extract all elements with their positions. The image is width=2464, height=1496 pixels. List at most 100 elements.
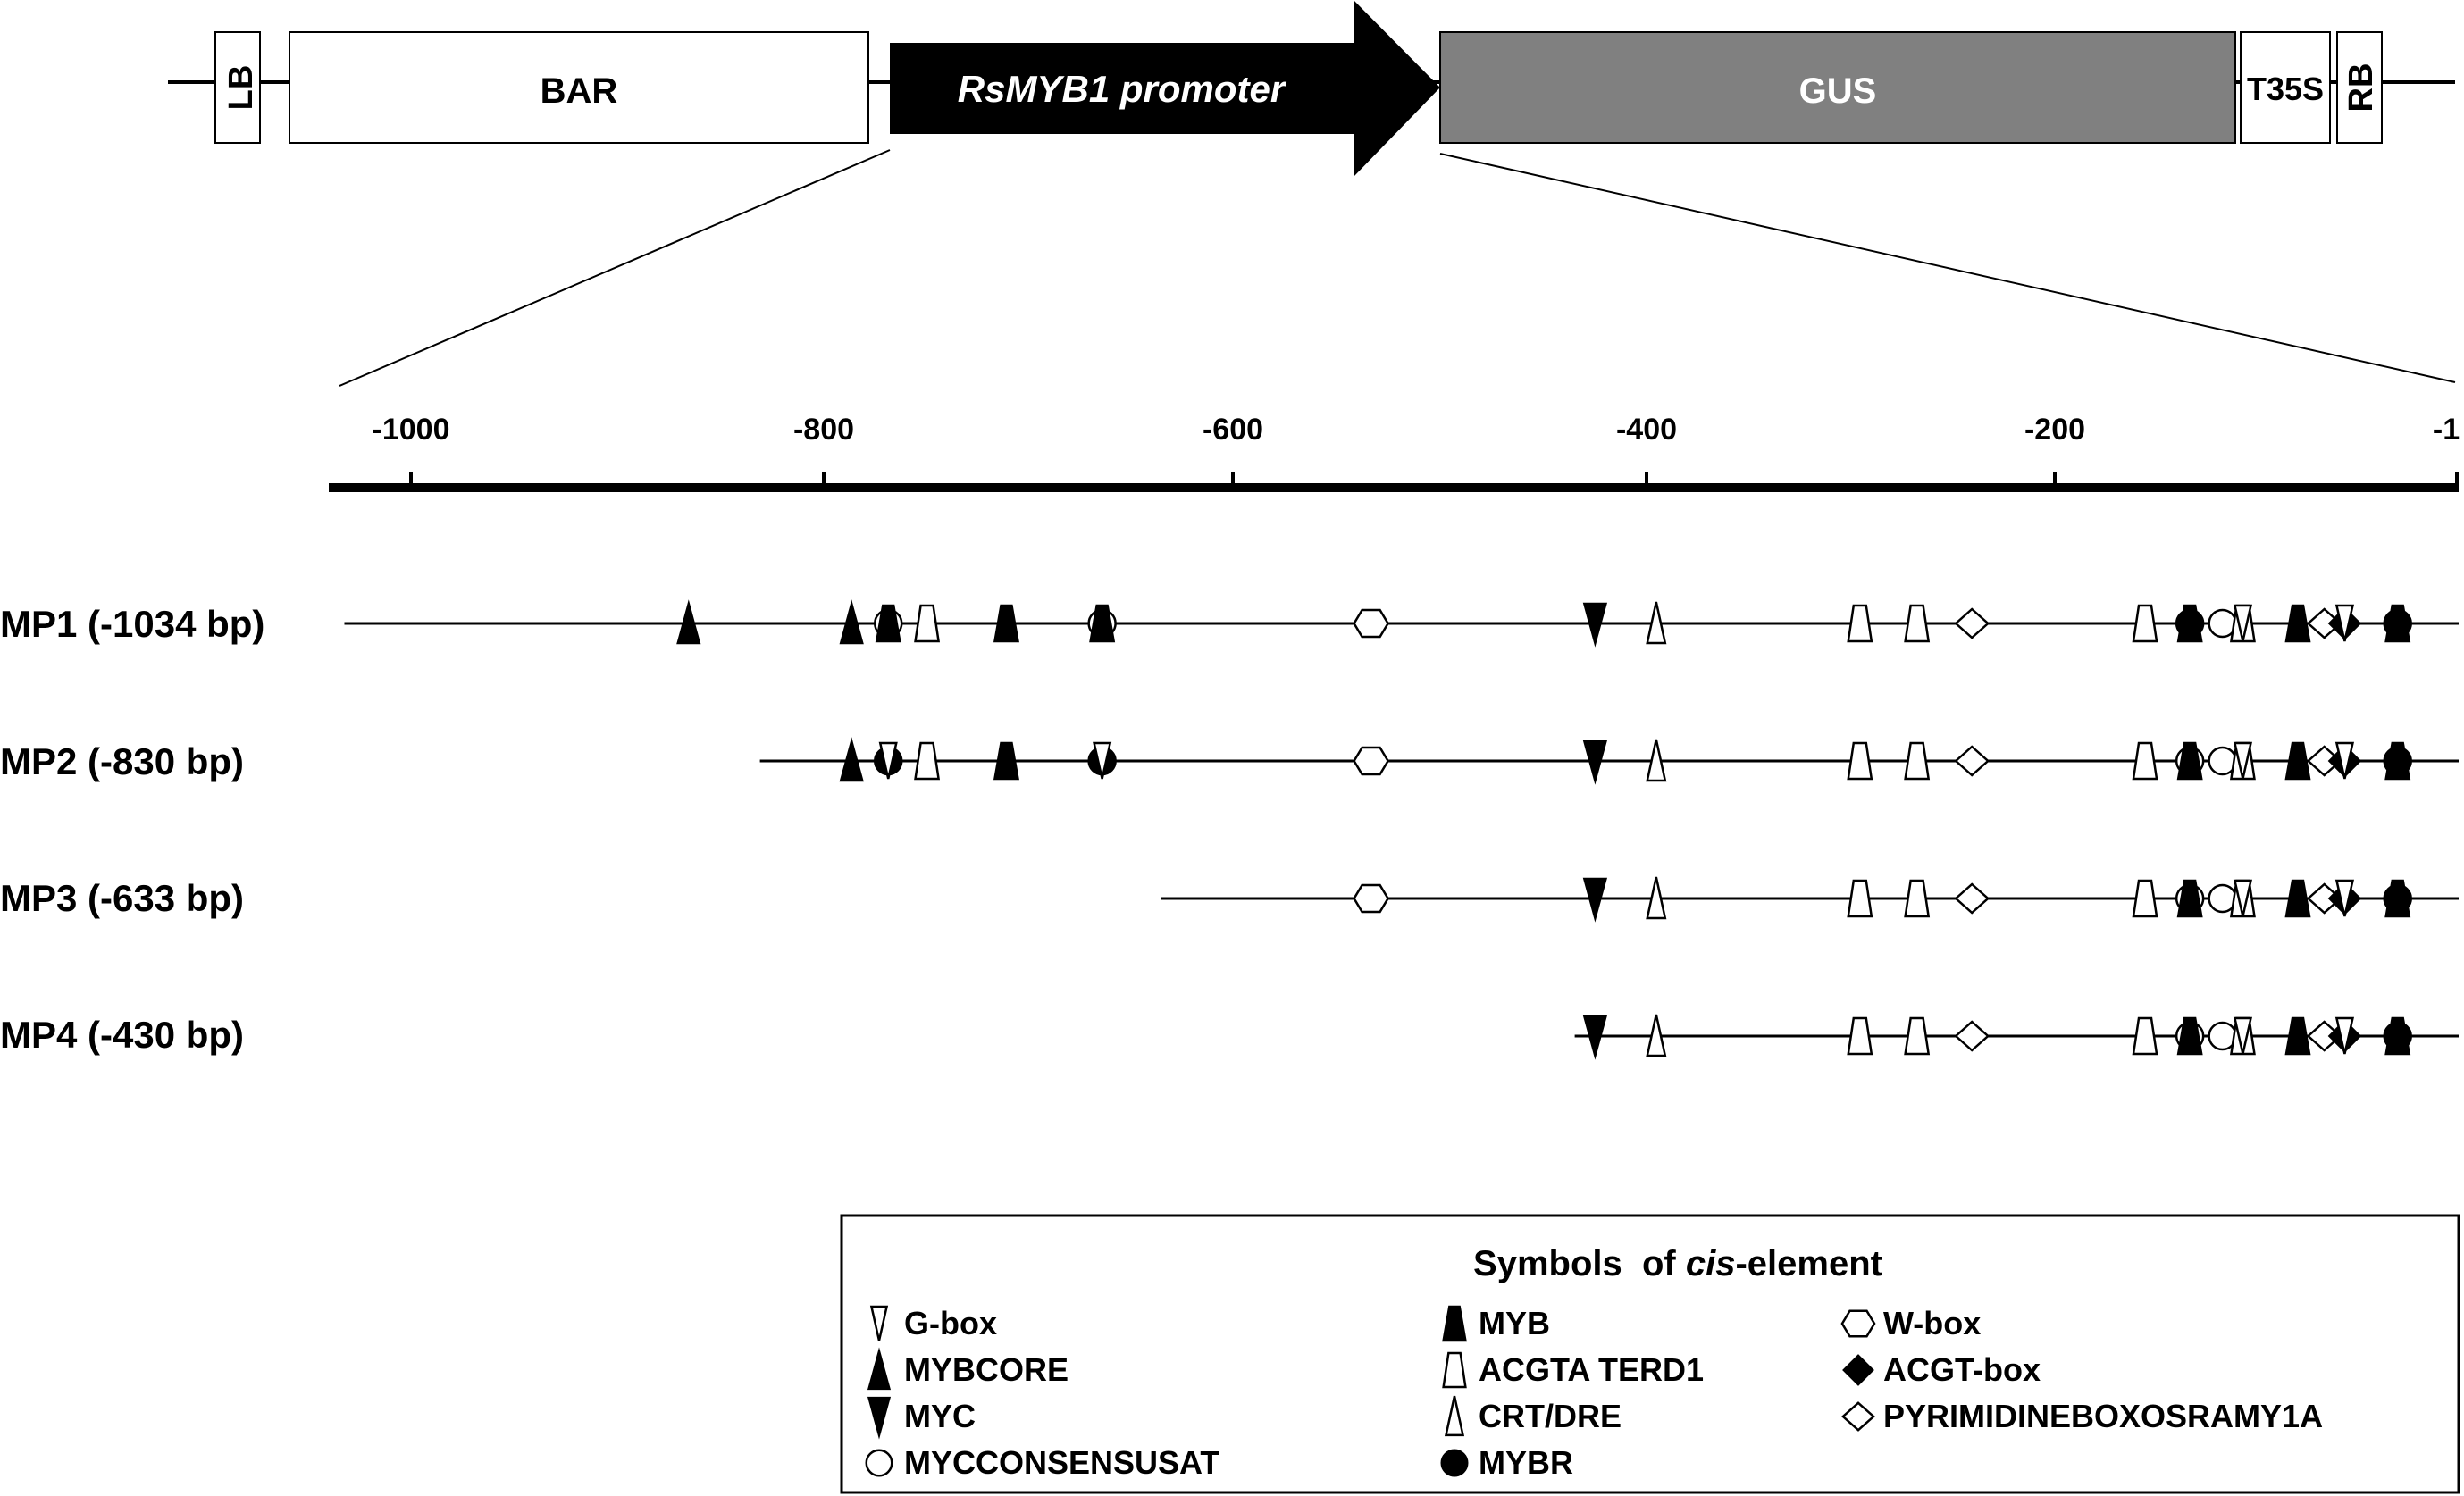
- legend-title: Symbols of cis-element: [1473, 1244, 1882, 1283]
- legend-label-mycconsensusat: MYCCONSENSUSAT: [904, 1444, 1219, 1481]
- acgta-terd1-symbol: [1847, 1016, 1873, 1056]
- myb-symbol: [1089, 604, 1116, 643]
- gus-box: [1439, 31, 2236, 144]
- myb-symbol: [2384, 879, 2411, 918]
- crt-dre-symbol: [1646, 601, 1667, 645]
- myb-symbol: [875, 604, 901, 643]
- myb-symbol: [2176, 741, 2203, 781]
- tick-label: -800: [793, 413, 854, 447]
- acgta-terd1-symbol: [2132, 741, 2158, 781]
- promoter-row-3: [1161, 876, 2459, 923]
- w-box-symbol: [1353, 608, 1390, 639]
- mybr-symbol: [1440, 1449, 1469, 1477]
- myb-symbol: [2284, 741, 2311, 781]
- acgta-terd1-symbol: [914, 741, 941, 781]
- pyrimidineboxosramy1a-symbol: [1954, 607, 1990, 639]
- promoter-row-tracks: [344, 599, 2459, 1060]
- legend-title-suffix: -element: [1735, 1244, 1882, 1283]
- acgta-terd1-symbol: [1904, 604, 1931, 643]
- scale-axis: -1000 -800 -600 -400 -200 -1: [329, 413, 2460, 492]
- legend-label-myc: MYC: [904, 1398, 976, 1434]
- acgta-terd1-symbol: [1904, 879, 1931, 918]
- myc-symbol: [1582, 877, 1608, 923]
- promoter-arrow: [890, 0, 1440, 177]
- g-box-symbol: [2233, 741, 2253, 780]
- crt-dre-symbol: [1444, 1395, 1465, 1437]
- rb-label: RB: [2342, 63, 2380, 113]
- legend-label-acgta-terd1: ACGTA TERD1: [1479, 1351, 1704, 1388]
- w-box-symbol: [1353, 883, 1390, 914]
- crt-dre-symbol: [1646, 1014, 1667, 1057]
- zoom-line-left: [339, 149, 891, 387]
- gus-label: GUS: [1799, 71, 1877, 111]
- crt-dre-symbol: [1646, 876, 1667, 920]
- promoter-rows: MP1 (-1034 bp) MP2 (-830 bp) MP3 (-633 b…: [0, 599, 2459, 1060]
- myb-symbol: [993, 741, 1019, 781]
- myb-symbol: [2384, 741, 2411, 781]
- myb-symbol: [993, 604, 1019, 643]
- legend: Symbols of cis-element G-box MYBCORE MYC…: [840, 1214, 2460, 1494]
- myc-symbol: [1582, 602, 1608, 648]
- row-label-mp3: MP3 (-633 bp): [0, 877, 244, 919]
- rb-box: [2336, 31, 2383, 144]
- promoter-row-1: [344, 599, 2459, 648]
- myb-symbol: [2384, 604, 2411, 643]
- tick-label: -200: [2024, 413, 2085, 447]
- mybcore-symbol: [676, 599, 701, 645]
- mycconsensusat-symbol: [865, 1449, 893, 1477]
- pyrimidineboxosramy1a-symbol: [1954, 1020, 1990, 1052]
- tick-label: -400: [1616, 413, 1677, 447]
- g-box-symbol: [2334, 604, 2355, 642]
- legend-label-crt-dre: CRT/DRE: [1479, 1398, 1622, 1434]
- g-box-symbol: [1093, 741, 1112, 780]
- w-box-symbol: [1353, 746, 1390, 776]
- myc-symbol: [867, 1396, 892, 1440]
- acgta-terd1-symbol: [2132, 879, 2158, 918]
- zoom-line-right: [1439, 153, 2456, 383]
- t35s-box: [2240, 31, 2331, 144]
- g-box-symbol: [2334, 879, 2355, 917]
- myb-symbol: [2176, 879, 2203, 918]
- acgta-terd1-symbol: [2132, 1016, 2158, 1056]
- legend-title-italic: cis: [1686, 1244, 1736, 1283]
- acgta-terd1-symbol: [1847, 604, 1873, 643]
- pyrimidineboxosramy1a-symbol: [1954, 882, 1990, 915]
- mybcore-symbol: [839, 599, 864, 645]
- g-box-symbol: [2334, 1016, 2355, 1055]
- promoter-label: RsMYB1 promoter: [958, 68, 1287, 110]
- myc-symbol: [1582, 1015, 1608, 1060]
- legend-label-pyrimidinebox: PYRIMIDINEBOXOSRAMY1A: [1883, 1398, 2323, 1434]
- legend-title-prefix: Symbols of: [1473, 1244, 1686, 1283]
- row-label-mp2: MP2 (-830 bp): [0, 740, 244, 782]
- legend-label-w-box: W-box: [1883, 1305, 1981, 1341]
- lb-label: LB: [222, 65, 260, 111]
- pyrimidineboxosramy1a-symbol: [1954, 745, 1990, 777]
- tick-label: -1: [2433, 413, 2460, 447]
- bar-box: [289, 31, 869, 144]
- tick-label: -1000: [373, 413, 450, 447]
- w-box-symbol: [1840, 1309, 1876, 1338]
- myc-symbol: [1582, 740, 1608, 785]
- acgt-box-symbol: [1842, 1354, 1874, 1386]
- acgta-terd1-symbol: [1904, 741, 1931, 781]
- legend-symbols: [865, 1305, 1876, 1477]
- construct-map: LB BAR RsMYB1 promoter GUS T35S RB: [168, 0, 2456, 387]
- acgta-terd1-symbol: [1847, 741, 1873, 781]
- acgta-terd1-symbol: [2132, 604, 2158, 643]
- acgta-terd1-symbol: [1904, 1016, 1931, 1056]
- myb-symbol: [2284, 879, 2311, 918]
- g-box-symbol: [2233, 879, 2253, 917]
- bar-label: BAR: [541, 71, 618, 111]
- myb-symbol: [2284, 604, 2311, 643]
- acgta-terd1-symbol: [1442, 1351, 1467, 1389]
- legend-label-myb: MYB: [1479, 1305, 1550, 1341]
- g-box-symbol: [869, 1305, 889, 1341]
- mybcore-symbol: [839, 737, 864, 782]
- g-box-symbol: [2233, 604, 2253, 642]
- pyrimidineboxosramy1a-symbol: [1841, 1401, 1875, 1432]
- g-box-symbol: [2233, 1016, 2253, 1055]
- acgta-terd1-symbol: [914, 604, 941, 643]
- legend-label-mybr: MYBR: [1479, 1444, 1573, 1481]
- g-box-symbol: [2334, 741, 2355, 780]
